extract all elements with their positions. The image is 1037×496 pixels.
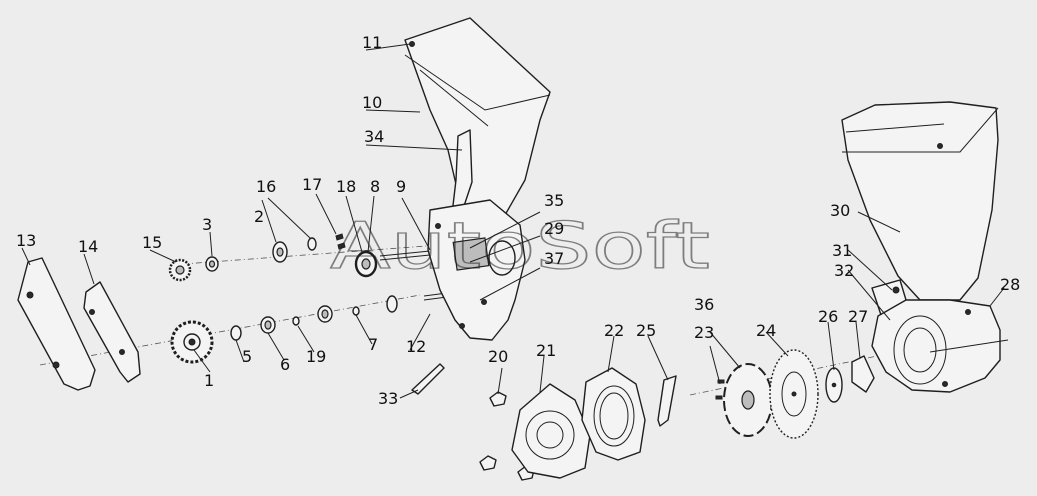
callout-21: 21 — [536, 341, 556, 360]
part-chain-guard-cover — [17, 257, 96, 391]
part-meter-housing — [511, 383, 591, 479]
callout-26: 26 — [818, 307, 838, 326]
part-ejector — [851, 355, 875, 393]
callout-24: 24 — [756, 321, 776, 340]
part-hopper-left — [404, 17, 551, 226]
part-gasket-opening — [599, 392, 629, 440]
part-gate-bolt — [892, 286, 900, 294]
callout-14: 14 — [78, 237, 98, 256]
part-seeding-housing — [427, 199, 526, 341]
part-plate-hole — [119, 349, 125, 355]
axis-line-upper — [169, 244, 441, 266]
callout-33: 33 — [378, 389, 398, 408]
part-bracket-plate — [83, 281, 141, 383]
part-wing-nut — [489, 391, 507, 407]
callout-35: 35 — [544, 191, 564, 210]
callout-17: 17 — [302, 175, 322, 194]
part-hopper-right-lip — [845, 123, 945, 133]
part-collar-bore — [208, 260, 216, 268]
callout-23: 23 — [694, 323, 714, 342]
part-housing-right-bolt — [942, 381, 948, 387]
watermark-text: AutoSoft — [330, 210, 710, 284]
part-small-disc-bore — [831, 382, 837, 388]
callout-19: 19 — [306, 347, 326, 366]
callout-12: 12 — [406, 337, 426, 356]
part-pin — [715, 395, 723, 400]
callout-10: 10 — [362, 93, 382, 112]
part-hopper-bolt — [409, 41, 415, 47]
callout-34: 34 — [364, 127, 384, 146]
part-meter-ring — [536, 421, 564, 449]
part-drive-gear-hub — [361, 258, 371, 270]
part-housing-bolt — [481, 299, 487, 305]
part-seed-disc-bore — [791, 391, 797, 397]
part-washer — [352, 306, 360, 316]
callout-28: 28 — [1000, 275, 1020, 294]
callout-27: 27 — [848, 307, 868, 326]
part-hopper-right-lip — [842, 107, 999, 153]
part-hopper-lid-edge — [404, 54, 551, 111]
part-star-wheel-hub — [741, 390, 755, 410]
part-bearing-inner — [264, 320, 272, 330]
callout-37: 37 — [544, 249, 564, 268]
callout-7: 7 — [368, 335, 378, 354]
callout-22: 22 — [604, 321, 624, 340]
leader-lines — [21, 43, 1005, 399]
callout-31: 31 — [832, 241, 852, 260]
callout-9: 9 — [396, 177, 406, 196]
part-spacer — [307, 237, 317, 251]
part-cover-bolt — [26, 291, 34, 299]
callout-8: 8 — [370, 177, 380, 196]
part-lever — [411, 363, 445, 395]
part-spring-arm — [657, 375, 677, 427]
callout-13: 13 — [16, 231, 36, 250]
callout-29: 29 — [544, 219, 564, 238]
part-circlip — [386, 295, 398, 313]
part-circlip — [230, 325, 242, 341]
part-key — [335, 233, 344, 241]
part-cover-bolt — [52, 361, 60, 369]
callout-2: 2 — [254, 207, 264, 226]
part-plate-hole — [89, 309, 95, 315]
callout-6: 6 — [280, 355, 290, 374]
part-housing-bolt — [459, 323, 465, 329]
callout-16: 16 — [256, 177, 276, 196]
part-bearing-inner — [321, 309, 329, 319]
part-wing-nut — [479, 455, 497, 471]
callout-11: 11 — [362, 33, 382, 52]
callout-30: 30 — [830, 201, 850, 220]
callout-20: 20 — [488, 347, 508, 366]
part-washer — [292, 316, 300, 326]
part-gasket-opening — [593, 385, 635, 447]
part-hopper-right — [841, 101, 999, 301]
callout-15: 15 — [142, 233, 162, 252]
part-hopper-right-bolt — [937, 143, 943, 149]
part-gear-hub — [175, 265, 185, 275]
part-meter-ring — [525, 410, 575, 460]
callout-3: 3 — [202, 215, 212, 234]
callout-25: 25 — [636, 321, 656, 340]
part-housing-disc — [488, 240, 516, 276]
part-key — [337, 242, 346, 250]
part-sprocket-bore — [188, 338, 196, 346]
callout-32: 32 — [834, 261, 854, 280]
part-hopper-rib — [419, 69, 489, 127]
part-flange-bore — [276, 247, 284, 257]
part-gasket-plate — [581, 367, 646, 461]
part-seed-disc-inner — [781, 371, 807, 417]
callout-18: 18 — [336, 177, 356, 196]
callout-36: 36 — [694, 295, 714, 314]
part-housing-window — [452, 237, 490, 271]
part-housing-right-ring — [903, 327, 937, 373]
part-housing-bolt — [435, 223, 441, 229]
callout-5: 5 — [242, 347, 252, 366]
callout-1: 1 — [204, 371, 214, 390]
part-housing-right-shaft — [929, 339, 1009, 353]
part-housing-right-bolt — [965, 309, 971, 315]
